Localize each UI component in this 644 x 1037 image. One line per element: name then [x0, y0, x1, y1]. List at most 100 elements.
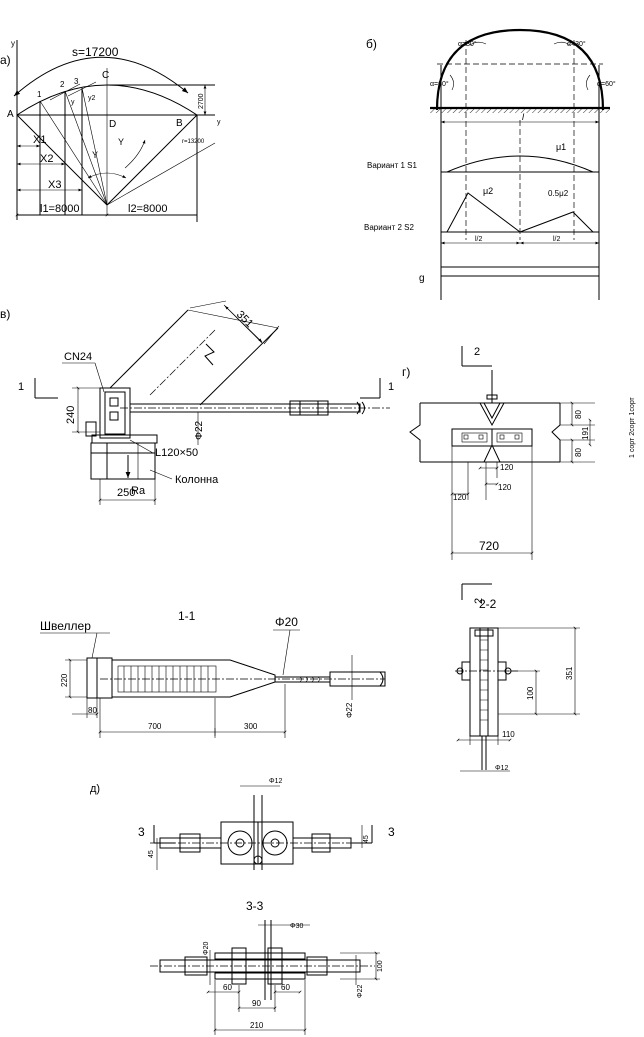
panel-a-y2: y2 [88, 95, 96, 102]
section-3-3-title: 3-3 [246, 899, 264, 913]
section-2-2-rod-diam: Φ12 [495, 765, 508, 772]
panel-b-variant-2: Вариант 2 S2 [364, 223, 414, 232]
section-2-2-width-110: 110 [502, 730, 515, 739]
section-1-1-width-80: 80 [88, 706, 97, 715]
panel-a-label: а) [0, 53, 11, 67]
section-2-2-height-351: 351 [565, 666, 574, 680]
panel-b-angle-side-right: α=60° [597, 80, 616, 88]
panel-v-channel-label: CN24 [64, 351, 92, 363]
panel-d-section-left: 3 [138, 825, 145, 839]
panel-v-rib-bottom-edge [199, 327, 279, 406]
panel-d-label: д) [90, 783, 100, 795]
section-3-3-dim-60-left: 60 [223, 983, 232, 992]
section-1-1-length-700: 700 [148, 722, 162, 731]
panel-a-point-2: 2 [60, 80, 65, 89]
panel-d-dim-45-right: 45 [363, 835, 370, 843]
panel-v-column-label: Колонна [175, 474, 219, 486]
panel-a-x-axis-label: y [217, 119, 221, 126]
section-3-3-dim-210: 210 [250, 1021, 264, 1030]
panel-a-arc-length: s=17200 [72, 45, 119, 59]
panel-g-dim-80-top: 80 [574, 410, 583, 419]
panel-a-radius-right [106, 114, 198, 206]
panel-v-channel [99, 387, 131, 439]
section-3-3-diam-30: Φ30 [290, 923, 303, 930]
panel-v-label: в) [0, 307, 10, 321]
panel-a-y-var: y [71, 99, 75, 106]
section-1-1-channel [86, 657, 98, 699]
section-1-1-rod-diam: Φ22 [345, 702, 354, 718]
panel-g-dim-80-bottom: 80 [574, 448, 583, 457]
panel-a-geometry-diagram: а) y y s=17200 2700 r=13200 [0, 39, 221, 222]
panel-v-rod-diam: Φ22 [194, 420, 205, 440]
panel-v-reaction: Ra [131, 485, 146, 497]
section-2-2-plates [469, 627, 499, 737]
panel-v-width-250: 250 [117, 487, 135, 499]
panel-a-arc-s-dimension [13, 56, 189, 97]
panel-d-hinge-detail: д) Φ12 3 3 45 45 [90, 778, 395, 870]
section-1-1-length-300: 300 [244, 722, 258, 731]
panel-b-g-label: g [419, 273, 425, 284]
panel-a-x3: X3 [48, 179, 61, 191]
section-1-1-title: 1-1 [178, 609, 196, 623]
panel-g-label: г) [402, 365, 410, 379]
panel-g-joint-detail: г) 2 80 191 80 [402, 346, 636, 604]
panel-a-point-b: B [176, 118, 183, 129]
panel-v-support-node: в) 351 CN24 Φ22 1 1 [0, 300, 394, 505]
panel-a-x1: X1 [33, 134, 46, 146]
section-3-3-height-100: 100 [377, 960, 384, 972]
panel-a-point-c: C [102, 70, 109, 81]
panel-a-point-a: A [7, 109, 14, 120]
panel-v-section-right: 1 [388, 381, 394, 393]
panel-a-height-dim: 2700 [198, 93, 205, 109]
panel-a-radius-left [16, 114, 108, 206]
section-1-1-rod-label: Φ20 [275, 615, 298, 629]
section-3-3: 3-3 Φ30 Φ20 100 Φ22 60 60 [150, 899, 384, 1035]
panel-b-variant-1: Вариант 1 S1 [367, 161, 417, 170]
panel-v-height-240: 240 [65, 406, 77, 424]
panel-g-dim-120-b: 120 [453, 493, 467, 502]
panel-d-section-right: 3 [388, 825, 395, 839]
panel-g-dim-191: 191 [581, 426, 590, 440]
panel-b-angle-top-right: α=30° [567, 40, 586, 48]
panel-a-point-d: D [109, 119, 116, 130]
panel-g-dim-120-a: 120 [500, 463, 514, 472]
section-2-2: 2-2 351 100 110 Φ12 [455, 597, 580, 772]
panel-b-half-mu2: 0.5μ2 [548, 189, 569, 198]
panel-g-dim-720: 720 [479, 539, 499, 553]
section-1-1-rib [111, 659, 276, 698]
panel-a-l1: l1=8000 [40, 203, 79, 215]
panel-b-load-diagram: б) α=30° α=30° α=60° α=60° l Вариант 1 S… [364, 28, 616, 300]
panel-a-radius-leader [106, 142, 216, 206]
panel-v-rib-top-edge [109, 309, 189, 389]
panel-g-side-note: 1 сорт 2сорт 1сорт [629, 396, 636, 458]
panel-b-angle-side-left: α=60° [430, 80, 449, 88]
panel-b-arch [435, 28, 605, 111]
panel-d-rod-diam: Φ12 [269, 778, 282, 785]
section-3-3-diam-22: Φ22 [357, 985, 364, 998]
panel-b-half-l-left: l/2 [475, 236, 483, 243]
panel-v-column [90, 442, 156, 480]
section-2-2-title: 2-2 [479, 597, 497, 611]
section-3-3-dim-90: 90 [252, 999, 261, 1008]
panel-a-gamma-2: Y [118, 137, 124, 147]
panel-a-radius-label: r=13200 [182, 139, 205, 145]
panel-g-section-top: 2 [474, 346, 480, 358]
panel-b-half-l-right: l/2 [553, 236, 561, 243]
section-3-3-dim-60-right: 60 [281, 983, 290, 992]
panel-d-dim-45-left: 45 [148, 850, 155, 858]
section-3-3-diam-20: Φ20 [203, 942, 210, 955]
panel-a-y-axis-label: y [11, 39, 15, 48]
panel-v-diag-dim: 351 [234, 309, 255, 330]
panel-v-angle-label: L120×50 [155, 447, 198, 459]
panel-b-span: l [522, 112, 525, 122]
panel-a-point-3: 3 [74, 77, 79, 86]
panel-b-angle-top-left: α=30° [458, 40, 477, 48]
section-1-1-channel-label: Швеллер [40, 619, 91, 633]
panel-a-x2: X2 [40, 153, 53, 165]
panel-v-section-left: 1 [18, 381, 24, 393]
section-1-1-height-220: 220 [60, 673, 69, 687]
panel-g-dim-120-c: 120 [498, 483, 512, 492]
panel-a-gamma-1: Y [92, 150, 98, 160]
panel-a-l2: l2=8000 [128, 203, 167, 215]
